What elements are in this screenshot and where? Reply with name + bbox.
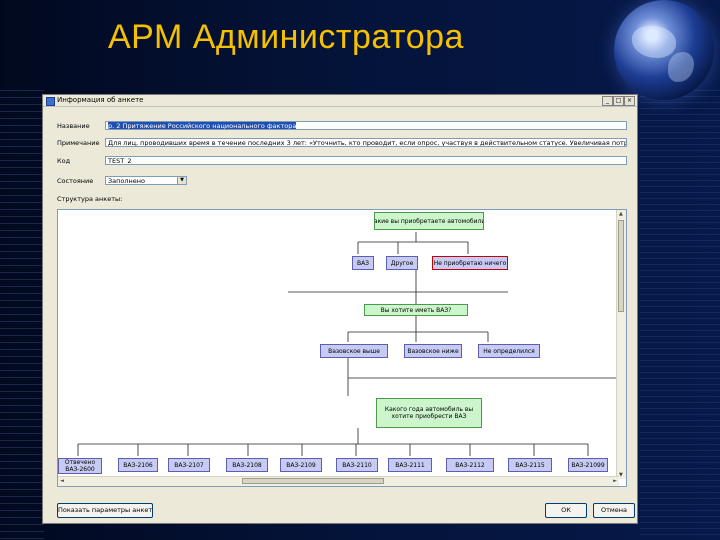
code-field[interactable]: TEST_2	[105, 156, 627, 165]
show-params-button[interactable]: Показать параметры анкеты	[57, 503, 153, 518]
answer-node-lower[interactable]: Вазовское ниже	[404, 344, 462, 358]
question-node-3[interactable]: Какого года автомобиль вы хотите приобре…	[376, 398, 482, 428]
structure-label: Структура анкеты:	[57, 195, 123, 203]
cancel-button[interactable]: Отмена	[593, 503, 635, 518]
state-select[interactable]: Заполнено ▼	[105, 176, 187, 185]
code-label: Код	[57, 157, 71, 165]
minimize-icon[interactable]: _	[602, 96, 613, 106]
question-node-2[interactable]: Вы хотите иметь ВАЗ?	[364, 304, 468, 316]
option-node-vaz[interactable]: ВАЗ	[352, 256, 374, 270]
name-label: Название	[57, 122, 90, 130]
bottom-node[interactable]: ВАЗ-21099	[568, 458, 608, 472]
scroll-down-icon[interactable]: ▼	[619, 472, 623, 478]
globe-image	[614, 0, 714, 100]
bottom-node[interactable]: ВАЗ-2106	[118, 458, 158, 472]
scroll-left-icon[interactable]: ◄	[60, 478, 64, 484]
answer-node-undecided[interactable]: Не определился	[478, 344, 540, 358]
option-node-other[interactable]: Другое	[386, 256, 418, 270]
question-node-root[interactable]: Какие вы приобретаете автомобили?	[374, 212, 484, 230]
bottom-node[interactable]: ВАЗ-2109	[280, 458, 322, 472]
bottom-node[interactable]: ВАЗ-2111	[388, 458, 432, 472]
window-titlebar: Информация об анкете _ □ ×	[43, 95, 637, 107]
maximize-icon[interactable]: □	[613, 96, 624, 106]
note-field[interactable]: Для лиц, проводивших время в течение пос…	[105, 138, 627, 147]
name-field-value: р. 2 Притяжение Российского национальног…	[108, 122, 297, 130]
decorative-stripes-left	[0, 90, 44, 540]
bottom-node[interactable]: ВАЗ-2112	[446, 458, 494, 472]
vertical-scroll-thumb[interactable]	[618, 220, 624, 312]
window-title: Информация об анкете	[57, 96, 144, 104]
vertical-scrollbar[interactable]: ▲ ▼	[616, 210, 626, 479]
chevron-down-icon[interactable]: ▼	[177, 177, 186, 184]
decorative-stripes-right	[640, 90, 720, 540]
bottom-node[interactable]: ВАЗ-2110	[336, 458, 378, 472]
questionnaire-structure-canvas[interactable]: Какие вы приобретаете автомобили? ВАЗ Др…	[57, 209, 627, 487]
slide-title: АРМ Администратора	[108, 18, 464, 56]
note-label: Примечание	[57, 139, 100, 147]
bottom-node[interactable]: ВАЗ-2107	[168, 458, 210, 472]
bottom-node[interactable]: Отвечено ВАЗ-2600	[58, 458, 102, 474]
scroll-up-icon[interactable]: ▲	[619, 211, 623, 217]
horizontal-scrollbar[interactable]: ◄ ►	[58, 476, 619, 486]
app-icon	[46, 97, 55, 106]
name-field[interactable]: р. 2 Притяжение Российского национальног…	[105, 121, 627, 130]
state-label: Состояние	[57, 177, 94, 185]
bottom-node[interactable]: ВАЗ-2115	[508, 458, 552, 472]
connector-lines	[77, 232, 618, 456]
horizontal-scroll-thumb[interactable]	[242, 478, 384, 484]
bottom-node[interactable]: ВАЗ-2108	[226, 458, 268, 472]
option-node-none[interactable]: Не приобретаю ничего	[432, 256, 508, 270]
answer-node-higher[interactable]: Вазовское выше	[320, 344, 388, 358]
state-select-value: Заполнено	[108, 177, 146, 185]
close-icon[interactable]: ×	[624, 96, 635, 106]
questionnaire-info-dialog: Информация об анкете _ □ × Название р. 2…	[42, 94, 638, 524]
ok-button[interactable]: ОК	[545, 503, 587, 518]
scroll-right-icon[interactable]: ►	[613, 478, 617, 484]
